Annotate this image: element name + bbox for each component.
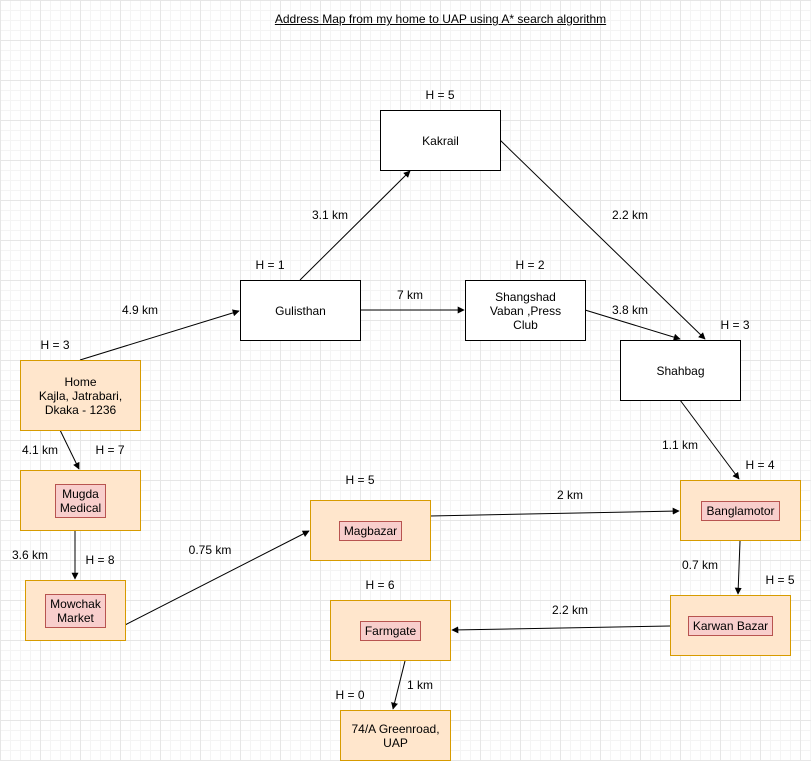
node-label: Mowchak Market bbox=[45, 593, 106, 628]
edge-kakrail-shahbag bbox=[499, 139, 706, 340]
heuristic-greenroad: H = 0 bbox=[335, 688, 365, 702]
edge-magbazar-banglamotor bbox=[429, 507, 680, 517]
heuristic-shangshad: H = 2 bbox=[515, 258, 545, 272]
heuristic-gulisthan: H = 1 bbox=[255, 258, 285, 272]
node-kakrail[interactable]: Kakrail bbox=[380, 110, 501, 171]
distance-home-gulisthan: 4.9 km bbox=[121, 303, 159, 317]
distance-gulisthan-kakrail: 3.1 km bbox=[311, 208, 349, 222]
edge-farmgate-greenroad bbox=[391, 660, 406, 710]
distance-banglamotor-karwan: 0.7 km bbox=[681, 558, 719, 572]
node-label: 74/A Greenroad, UAP bbox=[351, 721, 440, 750]
heuristic-shahbag: H = 3 bbox=[720, 318, 750, 332]
heuristic-mugda: H = 7 bbox=[95, 443, 125, 457]
heuristic-home: H = 3 bbox=[40, 338, 70, 352]
distance-kakrail-shahbag: 2.2 km bbox=[611, 208, 649, 222]
node-label: Shahbag bbox=[656, 363, 705, 378]
diagram-title: Address Map from my home to UAP using A*… bbox=[274, 12, 607, 26]
node-shahbag[interactable]: Shahbag bbox=[620, 340, 741, 401]
distance-mugda-mowchak: 3.6 km bbox=[11, 548, 49, 562]
node-karwan[interactable]: Karwan Bazar bbox=[670, 595, 791, 656]
distance-home-mugda: 4.1 km bbox=[21, 443, 59, 457]
edge-banglamotor-karwan bbox=[734, 540, 742, 595]
edge-karwan-farmgate bbox=[451, 625, 671, 634]
distance-karwan-farmgate: 2.2 km bbox=[551, 603, 589, 617]
distance-gulisthan-shangshad: 7 km bbox=[396, 288, 424, 302]
node-magbazar[interactable]: Magbazar bbox=[310, 500, 431, 561]
node-label: Shangshad Vaban ,Press Club bbox=[489, 289, 562, 332]
node-farmgate[interactable]: Farmgate bbox=[330, 600, 451, 661]
heuristic-karwan: H = 5 bbox=[765, 573, 795, 587]
distance-shahbag-banglamotor: 1.1 km bbox=[661, 438, 699, 452]
heuristic-magbazar: H = 5 bbox=[345, 473, 375, 487]
edge-mowchak-magbazar bbox=[124, 530, 310, 626]
distance-mowchak-magbazar: 0.75 km bbox=[188, 543, 232, 557]
distance-magbazar-banglamotor: 2 km bbox=[556, 488, 584, 502]
edge-home-mugda bbox=[59, 429, 80, 470]
node-mowchak[interactable]: Mowchak Market bbox=[25, 580, 126, 641]
node-label: Mugda Medical bbox=[54, 483, 107, 518]
edge-shahbag-banglamotor bbox=[679, 399, 740, 480]
node-label: Banglamotor bbox=[701, 500, 780, 521]
node-label: Karwan Bazar bbox=[687, 615, 774, 636]
node-label: Gulisthan bbox=[275, 303, 326, 318]
heuristic-kakrail: H = 5 bbox=[425, 88, 455, 102]
heuristic-mowchak: H = 8 bbox=[85, 553, 115, 567]
node-label: Kakrail bbox=[422, 133, 459, 148]
node-banglamotor[interactable]: Banglamotor bbox=[680, 480, 801, 541]
node-label: Magbazar bbox=[338, 520, 403, 541]
heuristic-farmgate: H = 6 bbox=[365, 578, 395, 592]
node-mugda[interactable]: Mugda Medical bbox=[20, 470, 141, 531]
distance-farmgate-greenroad: 1 km bbox=[406, 678, 434, 692]
distance-shangshad-shahbag: 3.8 km bbox=[611, 303, 649, 317]
heuristic-banglamotor: H = 4 bbox=[745, 458, 775, 472]
edge-home-gulisthan bbox=[79, 309, 240, 361]
edge-shangshad-shahbag bbox=[584, 309, 681, 341]
node-label: Home Kajla, Jatrabari, Dkaka - 1236 bbox=[38, 374, 123, 417]
node-shangshad[interactable]: Shangshad Vaban ,Press Club bbox=[465, 280, 586, 341]
node-greenroad[interactable]: 74/A Greenroad, UAP bbox=[340, 710, 451, 761]
node-gulisthan[interactable]: Gulisthan bbox=[240, 280, 361, 341]
node-home[interactable]: Home Kajla, Jatrabari, Dkaka - 1236 bbox=[20, 360, 141, 431]
edge-gulisthan-kakrail bbox=[299, 170, 411, 281]
node-label: Farmgate bbox=[359, 620, 422, 641]
